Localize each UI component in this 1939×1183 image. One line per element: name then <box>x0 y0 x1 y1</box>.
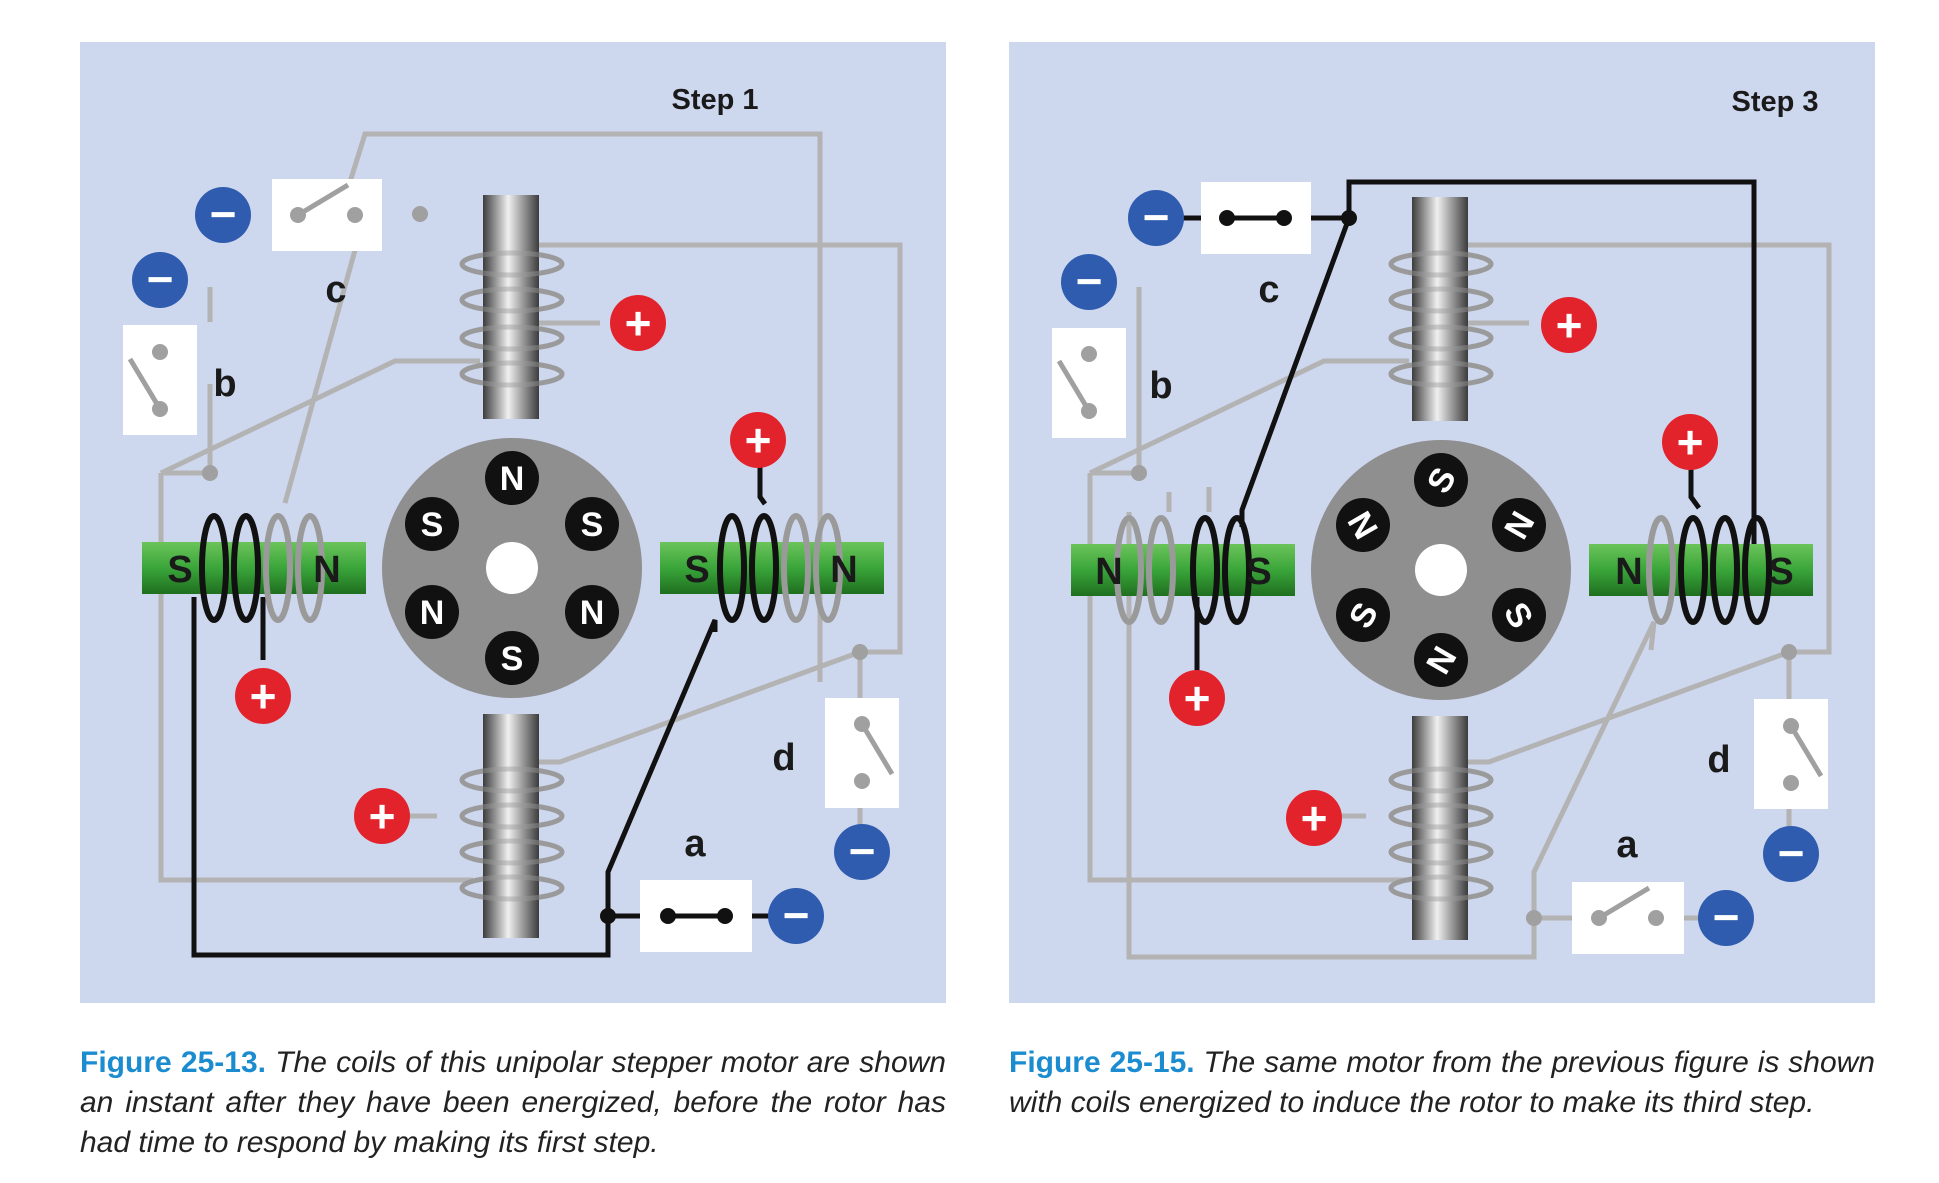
positive-terminal-left <box>235 668 291 724</box>
plus-symbol: + <box>625 297 652 349</box>
positive-terminal-bottom <box>1286 790 1342 846</box>
switch-d-label: d <box>772 737 795 779</box>
positive-terminal-right <box>730 412 786 468</box>
minus-symbol: − <box>210 188 237 240</box>
rotor-pole-upper-right: S <box>581 506 604 544</box>
plus-symbol: + <box>1677 416 1704 468</box>
rotor-pole-lower-left: N <box>420 594 445 632</box>
switch-b <box>1052 328 1126 438</box>
negative-terminal-a <box>1698 890 1754 946</box>
left-magnet-pole-2: N <box>313 549 340 591</box>
switch-a-label: a <box>1616 824 1638 866</box>
left-magnet-pole-1: S <box>167 549 192 591</box>
positive-terminal-left <box>1169 670 1225 726</box>
negative-terminal-b <box>132 252 188 308</box>
positive-terminal-right <box>1662 414 1718 470</box>
switch-c-label: c <box>325 269 346 311</box>
right-magnet-pole-2: S <box>1768 551 1793 593</box>
right-magnet-pole-1: N <box>1615 551 1642 593</box>
plus-symbol: + <box>1301 792 1328 844</box>
step-label: Step 1 <box>671 84 758 116</box>
switch-b <box>123 325 197 435</box>
stepper-diagram-step-1: Step 1 <box>80 42 946 1003</box>
right-magnet-coil <box>717 513 843 623</box>
minus-symbol: − <box>147 253 174 305</box>
positive-terminal-top <box>610 295 666 351</box>
left-magnet <box>142 542 366 594</box>
step-label: Step 3 <box>1731 86 1818 118</box>
rotor-hub <box>1415 544 1467 596</box>
positive-terminal-top <box>1541 297 1597 353</box>
rotor-pole-lower-right: N <box>580 594 605 632</box>
right-magnet-pole-2: N <box>830 549 857 591</box>
minus-symbol: − <box>849 825 876 877</box>
positive-terminal-bottom <box>354 788 410 844</box>
right-magnet <box>1589 544 1813 596</box>
switch-b-label: b <box>213 363 236 405</box>
right-magnet-coil <box>1646 515 1772 625</box>
plus-symbol: + <box>369 790 396 842</box>
switch-d-label: d <box>1707 739 1730 781</box>
switch-b-label: b <box>1149 365 1172 407</box>
figure-caption-25-13: Figure 25-13. The coils of this unipolar… <box>80 1043 946 1163</box>
rotor-magnets <box>405 451 619 685</box>
rotor-hub <box>486 542 538 594</box>
plus-symbol: + <box>1556 299 1583 351</box>
negative-terminals <box>132 187 890 944</box>
stepper-diagram-svg: Step 1 <box>123 84 903 958</box>
negative-terminal-b <box>1061 254 1117 310</box>
minus-symbol: − <box>1076 255 1103 307</box>
left-magnet-coil <box>199 513 325 623</box>
minus-symbol: − <box>1143 191 1170 243</box>
left-magnet-coil <box>1114 515 1252 625</box>
positive-terminals <box>235 295 786 844</box>
switch-c <box>272 179 382 251</box>
stepper-diagram-svg: Step 3 <box>1052 86 1832 960</box>
switch-c-label: c <box>1258 269 1279 311</box>
minus-symbol: − <box>1778 827 1805 879</box>
left-magnet-pole-1: N <box>1095 551 1122 593</box>
caption-text: The coils of this unipolar stepper motor… <box>80 1046 946 1159</box>
left-magnet-pole-2: S <box>1246 551 1271 593</box>
left-magnet <box>1071 544 1295 596</box>
plus-symbol: + <box>745 414 772 466</box>
rotor-pole-top: N <box>500 460 525 498</box>
positive-terminals <box>1169 297 1718 846</box>
negative-terminal-d <box>1763 826 1819 882</box>
inactive-wiring <box>1087 242 1832 960</box>
switch-d <box>825 698 899 808</box>
caption-text: The same motor from the previous figure … <box>1009 1046 1875 1119</box>
plus-symbol: + <box>1184 672 1211 724</box>
plus-symbol: + <box>250 670 277 722</box>
right-magnet <box>660 542 884 594</box>
switch-a-label: a <box>684 823 706 865</box>
rotor-pole-bottom: S <box>501 640 524 678</box>
right-magnet-pole-1: S <box>684 549 709 591</box>
switch-d <box>1754 699 1828 809</box>
figure-number: Figure 25-15. <box>1009 1046 1195 1079</box>
negative-terminal-c <box>195 187 251 243</box>
negative-terminals <box>1061 190 1819 946</box>
negative-terminal-a <box>768 888 824 944</box>
rotor-pole-upper-left: S <box>421 506 444 544</box>
figure-number: Figure 25-13. <box>80 1046 266 1079</box>
negative-terminal-c <box>1128 190 1184 246</box>
negative-terminal-d <box>834 824 890 880</box>
minus-symbol: − <box>1713 891 1740 943</box>
stepper-diagram-step-3: Step 3 <box>1009 42 1875 1003</box>
switch-a <box>1572 882 1684 954</box>
figure-caption-25-15: Figure 25-15. The same motor from the pr… <box>1009 1043 1875 1123</box>
minus-symbol: − <box>783 889 810 941</box>
rotor-magnets <box>1336 453 1546 687</box>
